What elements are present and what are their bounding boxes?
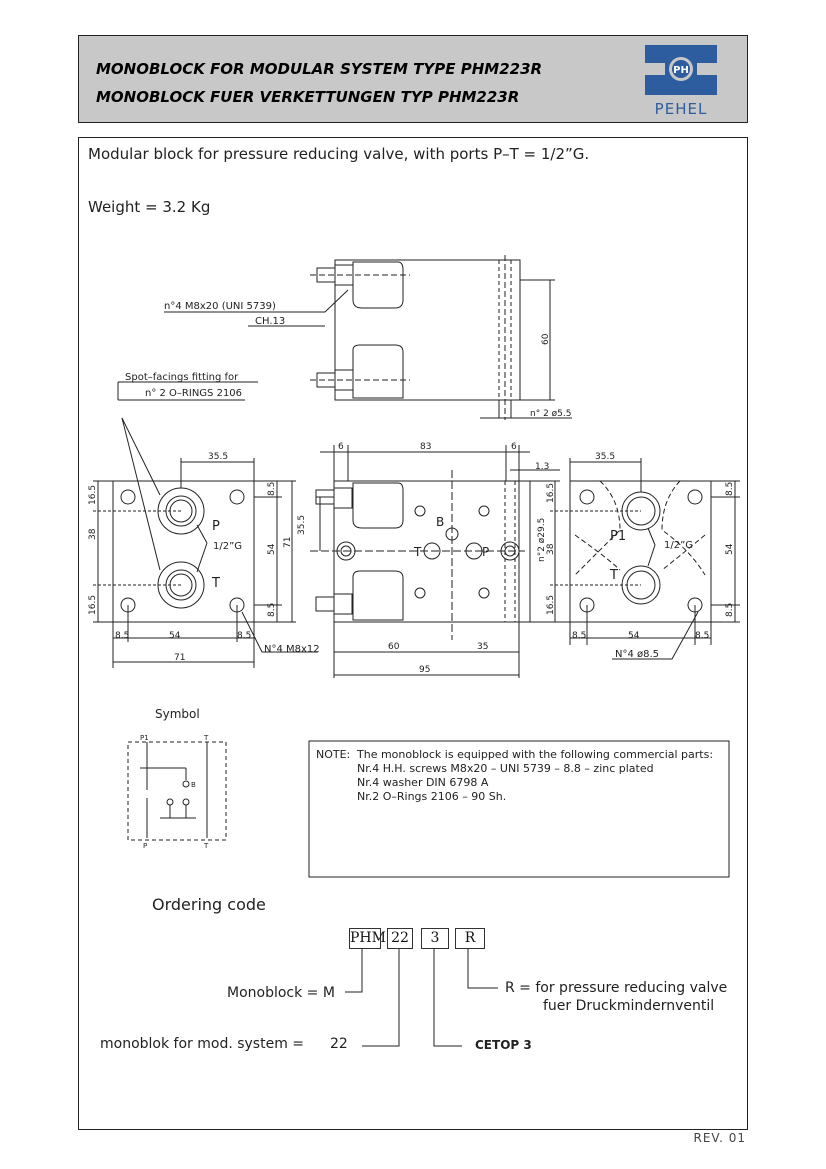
- note-line-2: Nr.4 H.H. screws M8x20 – UNI 5739 – 8.8 …: [357, 762, 654, 775]
- dim-center-83: 83: [420, 442, 431, 452]
- port-p1-right: P1: [610, 529, 626, 544]
- center-view: [310, 445, 560, 678]
- description: Modular block for pressure reducing valv…: [88, 145, 590, 163]
- dim-center-6a: 6: [338, 442, 344, 452]
- pehel-logo: PH PEHEL: [645, 45, 717, 117]
- title-english: MONOBLOCK FOR MODULAR SYSTEM TYPE PHM223…: [96, 60, 543, 78]
- dim-right-54v: 54: [725, 543, 735, 555]
- symbol-b: B: [191, 781, 196, 789]
- dim-left-85d: 8.5: [237, 631, 251, 641]
- dim-left-54v: 54: [267, 543, 277, 555]
- r-description-2: fuer Druckmindernventil: [543, 998, 715, 1014]
- label-spot-facings: Spot–facings fitting for: [125, 372, 239, 383]
- ordering-code-lines: [345, 947, 498, 1047]
- dim-center-6b: 6: [511, 442, 517, 452]
- dim-center-35: 35: [477, 642, 488, 652]
- code-box-22: 22: [387, 928, 413, 949]
- thread-left: 1/2”G: [213, 541, 242, 552]
- dim-right-85c: 8.5: [572, 631, 586, 641]
- port-t-center: T: [413, 545, 422, 559]
- weight: Weight = 3.2 Kg: [88, 198, 211, 216]
- symbol-p: P: [143, 842, 147, 850]
- symbol-t-top: T: [203, 734, 209, 742]
- label-holes-right: N°4 ø8.5: [615, 649, 659, 660]
- dim-right-85a: 8.5: [725, 482, 735, 496]
- dim-left-85b: 8.5: [267, 603, 277, 617]
- note-label: NOTE:: [316, 748, 351, 761]
- dim-center-13: 1.3: [535, 462, 549, 472]
- side-view: [164, 255, 572, 420]
- label-screws: n°4 M8x20 (UNI 5739): [164, 301, 276, 312]
- port-b-center: B: [436, 515, 444, 529]
- port-t-left: T: [211, 576, 220, 591]
- symbol-t-bottom: T: [203, 842, 209, 850]
- label-ch: CH.13: [255, 316, 285, 327]
- left-view: [93, 381, 318, 668]
- dim-left-85a: 8.5: [267, 482, 277, 496]
- dim-center-355: 35.5: [297, 515, 307, 535]
- dim-right-54h: 54: [628, 631, 640, 641]
- label-orings: n° 2 O–RINGS 2106: [145, 388, 242, 399]
- revision-label: REV. 01: [693, 1131, 746, 1145]
- dim-center-295: n°2 ø29.5: [537, 518, 547, 562]
- note-line-4: Nr.2 O–Rings 2106 – 90 Sh.: [357, 790, 507, 803]
- cetop-label: CETOP 3: [475, 1038, 532, 1052]
- dim-left-38: 38: [88, 528, 98, 540]
- mod-system-value: 22: [330, 1036, 348, 1052]
- dim-right-85b: 8.5: [725, 603, 735, 617]
- dim-left-165b: 16.5: [88, 595, 98, 615]
- monoblock-label: Monoblock = M: [227, 985, 335, 1001]
- code-box-r: R: [455, 928, 485, 949]
- title-block: MONOBLOCK FOR MODULAR SYSTEM TYPE PHM223…: [78, 35, 748, 123]
- dim-right-355: 35.5: [595, 452, 615, 462]
- code-box-3: 3: [421, 928, 449, 949]
- code-box-phm: PHM: [349, 928, 386, 949]
- symbol-title: Symbol: [155, 707, 200, 721]
- port-p-left: P: [212, 519, 220, 534]
- dim-side-60: 60: [541, 333, 551, 345]
- r-description-1: R = for pressure reducing valve: [505, 980, 728, 996]
- label-holes: n° 2 ø5.5: [530, 409, 571, 419]
- label-bolts: N°4 M8x12: [264, 644, 320, 655]
- dim-center-60: 60: [388, 642, 400, 652]
- logo-text: PEHEL: [655, 100, 708, 117]
- note-line-1: The monoblock is equipped with the follo…: [357, 748, 714, 761]
- drawing-frame: [78, 137, 748, 1130]
- dim-left-54h: 54: [169, 631, 181, 641]
- logo-mark: PH: [673, 65, 689, 76]
- dim-right-165a: 16.5: [546, 483, 556, 503]
- right-view: [550, 458, 740, 660]
- dim-right-38: 38: [546, 543, 556, 555]
- dim-left-85c: 8.5: [115, 631, 129, 641]
- symbol-p1: P1: [140, 734, 149, 742]
- dim-right-165b: 16.5: [546, 595, 556, 615]
- port-p-center: P: [482, 545, 489, 559]
- note-line-3: Nr.4 washer DIN 6798 A: [357, 776, 489, 789]
- dim-right-85d: 8.5: [695, 631, 709, 641]
- dim-left-165a: 16.5: [88, 485, 98, 505]
- ordering-title: Ordering code: [152, 895, 266, 914]
- dim-left-355: 35.5: [208, 452, 228, 462]
- note-box: [308, 740, 730, 878]
- dim-left-71v: 71: [283, 537, 293, 548]
- title-german: MONOBLOCK FUER VERKETTUNGEN TYP PHM223R: [96, 88, 520, 106]
- port-t-right: T: [609, 568, 618, 583]
- hydraulic-symbol: [127, 741, 227, 841]
- mod-system-label: monoblok for mod. system =: [100, 1036, 305, 1052]
- dim-center-95: 95: [419, 665, 430, 675]
- dim-left-71h: 71: [174, 653, 185, 663]
- thread-right: 1/2”G: [664, 540, 693, 551]
